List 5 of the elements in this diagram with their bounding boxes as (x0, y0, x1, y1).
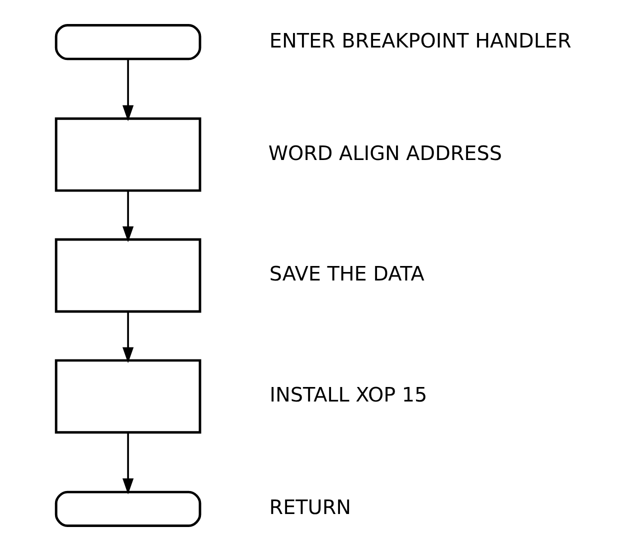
node-label: ENTER BREAKPOINT HANDLER (269, 29, 572, 52)
node-label: INSTALL XOP 15 (270, 384, 428, 407)
node-label: SAVE THE DATA (269, 262, 424, 286)
node-label: RETURN (269, 496, 352, 520)
node-label: WORD ALIGN ADDRESS (268, 142, 502, 165)
